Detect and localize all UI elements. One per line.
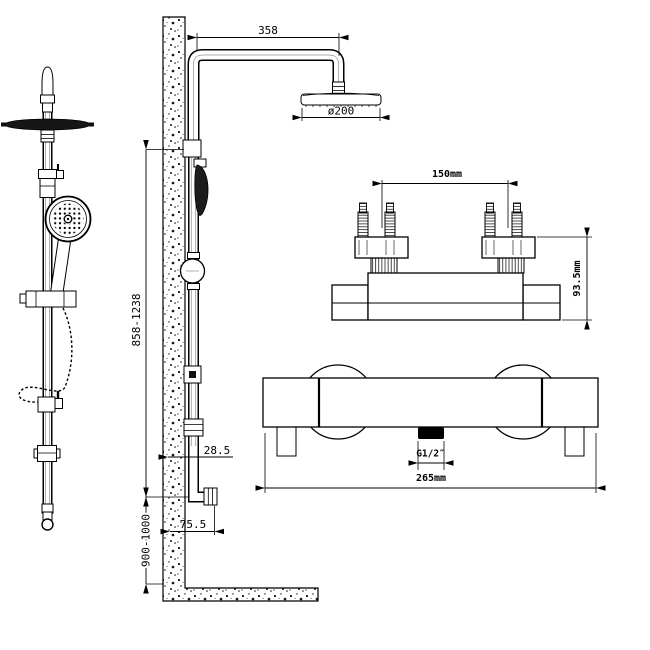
hand-shower-side-profile: [194, 164, 209, 216]
dim-label-mount-height: 900-1000: [140, 514, 153, 567]
dim-label-valve-width: 265mm: [416, 473, 446, 484]
hand-shower: [44, 195, 92, 297]
dim-outlet-offset: 75.5: [160, 506, 224, 535]
outlet-nut: [203, 487, 218, 506]
dim-label-outlet-offset: 75.5: [180, 518, 207, 531]
dim-inlet-spacing: 150mm: [372, 169, 518, 228]
diverter-collar-top: [187, 252, 200, 259]
inlet-studs: [357, 202, 523, 238]
inlet-connector-left: [370, 257, 398, 274]
installation-side-view: 358 ø200 858-1238 28.5 75.5: [130, 16, 390, 602]
dim-label-riser-height: 858-1238: [130, 294, 143, 347]
dim-wall-offset: 28.5: [158, 444, 233, 460]
dim-valve-depth: 93.5mm: [537, 227, 592, 330]
lower-bracket: [183, 365, 202, 384]
bottom-hose-connector: [41, 503, 54, 531]
dim-label-valve-depth: 93.5mm: [572, 260, 583, 296]
dim-head-diameter: ø200: [292, 105, 390, 121]
mixer-valve-front-view: G1/2″ 265mm: [255, 364, 606, 493]
dim-label-outlet-thread: G1/2″: [416, 449, 445, 460]
dim-label-arm-reach: 358: [258, 24, 278, 37]
wall-mount-bracket: [182, 139, 202, 158]
shower-hose: [18, 307, 73, 403]
rain-head-edge-icon: [1, 118, 94, 143]
dim-outlet-thread: G1/2″: [408, 441, 454, 470]
diverter-collar-bottom: [187, 283, 200, 290]
dim-arm-reach: 358: [187, 24, 349, 56]
wall-union-left: [276, 426, 297, 457]
slider-holder: [19, 290, 77, 308]
dim-riser-height: 858-1238: [130, 140, 188, 507]
dim-label-wall-offset: 28.5: [204, 444, 231, 457]
height-adjust-collar: [183, 418, 204, 437]
dim-valve-width: 265mm: [255, 433, 606, 493]
rain-shower-head: [300, 81, 382, 107]
inlet-connector-right: [497, 257, 525, 274]
dim-mount-height: 900-1000: [138, 487, 164, 594]
hose-tee-fitting: [37, 391, 63, 413]
wall-and-floor-section: [162, 16, 319, 602]
diverter-valve: [38, 164, 64, 198]
mixer-valve-top-view: 150mm 93.5mm: [331, 169, 592, 330]
shower-column-front-view: [1, 66, 94, 531]
dim-label-head-diameter: ø200: [328, 105, 355, 118]
slider-collar: [33, 445, 61, 462]
wall-brackets: [354, 236, 536, 259]
valve-body-front: [262, 377, 599, 428]
dim-label-inlet-spacing: 150mm: [432, 169, 462, 180]
valve-body-top: [331, 272, 561, 321]
shower-outlet: [418, 427, 444, 439]
wall-union-right: [564, 426, 585, 457]
top-cap: [40, 66, 55, 113]
